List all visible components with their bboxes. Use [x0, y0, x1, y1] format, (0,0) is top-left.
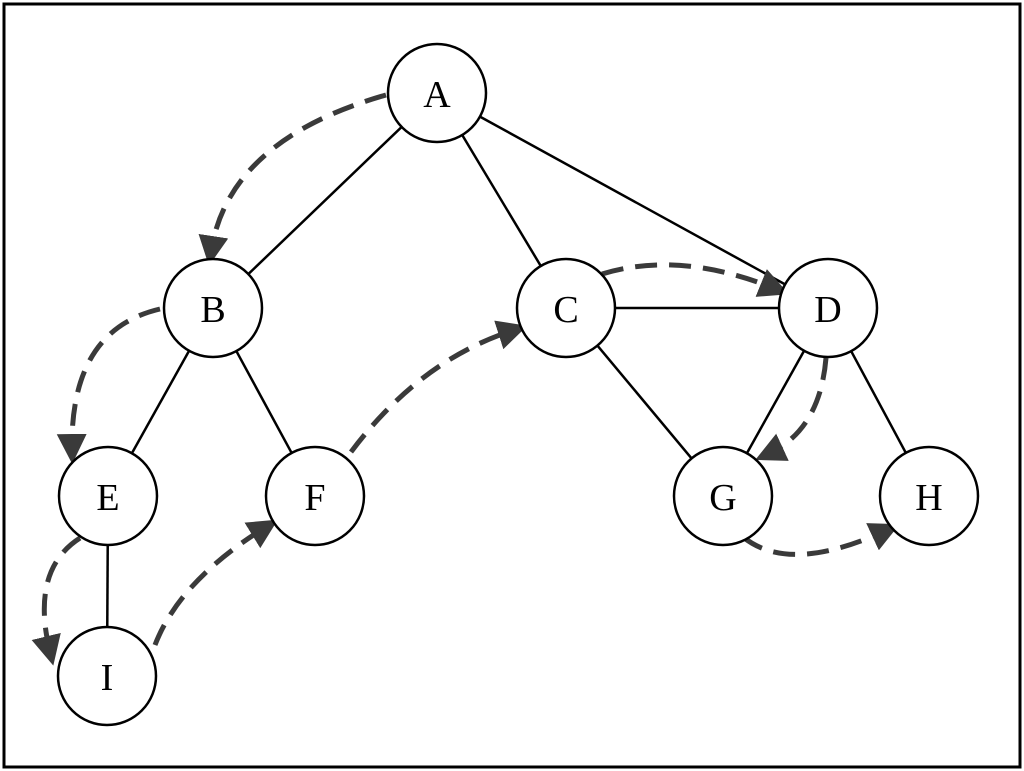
node-label: A	[423, 74, 451, 116]
node-g: G	[672, 445, 774, 547]
node-c: C	[515, 257, 617, 359]
node-label: H	[915, 477, 942, 519]
node-a: A	[386, 42, 488, 144]
traversal-arrow-i-to-f	[152, 519, 278, 646]
node-label: F	[304, 477, 325, 519]
edge-b-e	[130, 350, 191, 454]
edge-a-b	[247, 126, 403, 275]
node-label: I	[101, 657, 114, 699]
edge-b-f	[235, 350, 293, 454]
node-circle	[57, 445, 159, 547]
node-h: H	[878, 445, 980, 547]
traversal-arrow-d-to-g	[755, 357, 829, 461]
edge-a-d	[479, 115, 786, 286]
node-circle	[515, 257, 617, 359]
node-circle	[878, 445, 980, 547]
node-f: F	[264, 445, 366, 547]
traversal-arrow-f-to-c	[349, 320, 528, 454]
node-i: I	[56, 625, 158, 727]
edge-c-g	[596, 344, 693, 460]
nodes-layer: A B C D E F G H I	[56, 42, 980, 727]
node-label: G	[709, 477, 736, 519]
node-circle	[386, 42, 488, 144]
traversal-arrow-g-to-h	[741, 523, 900, 557]
edges-layer	[106, 115, 907, 628]
node-label: B	[200, 289, 225, 331]
node-label: E	[96, 477, 119, 519]
node-circle	[672, 445, 774, 547]
traversal-arrow-e-to-i	[31, 535, 82, 666]
traversal-arrow-c-to-d	[601, 262, 789, 297]
traversal-arrows-layer	[31, 92, 900, 666]
node-label: C	[553, 289, 578, 331]
node-circle	[777, 257, 879, 359]
traversal-arrow-b-to-e	[56, 306, 161, 464]
edge-d-h	[850, 350, 907, 454]
traversal-arrow-a-to-b	[198, 92, 387, 266]
node-circle	[162, 257, 264, 359]
node-b: B	[162, 257, 264, 359]
node-e: E	[57, 445, 159, 547]
node-label: D	[814, 289, 841, 331]
node-d: D	[777, 257, 879, 359]
node-circle	[264, 445, 366, 547]
edge-a-c	[461, 134, 542, 267]
node-circle	[56, 625, 158, 727]
